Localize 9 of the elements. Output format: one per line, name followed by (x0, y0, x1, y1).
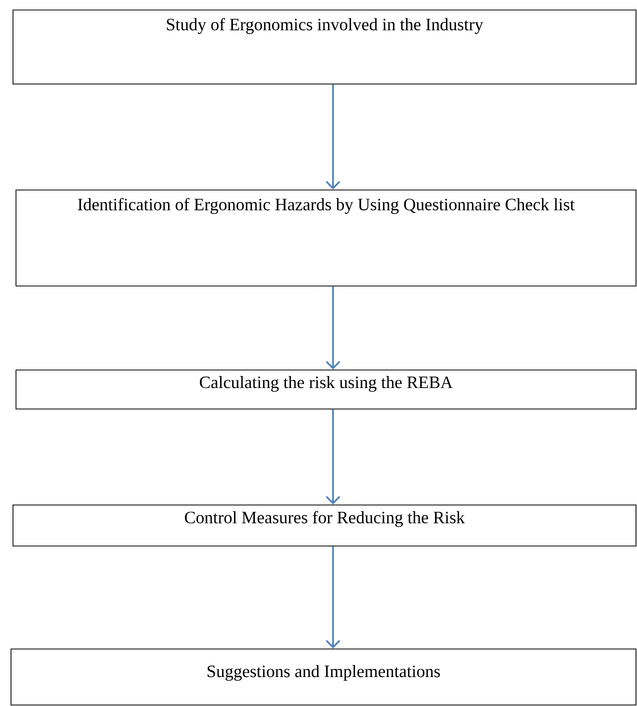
arrow (326, 546, 340, 648)
arrow (326, 84, 340, 190)
process-box: Suggestions and Implementations (10, 648, 637, 706)
process-box: Calculating the risk using the REBA (15, 369, 637, 410)
process-box: Study of Ergonomics involved in the Industry (12, 9, 637, 85)
process-box: Control Measures for Reducing the Risk (12, 504, 637, 547)
process-box: Identification of Ergonomic Hazards by Using Questionnaire Check list (15, 189, 637, 287)
arrow (326, 410, 340, 504)
arrow (326, 286, 340, 370)
